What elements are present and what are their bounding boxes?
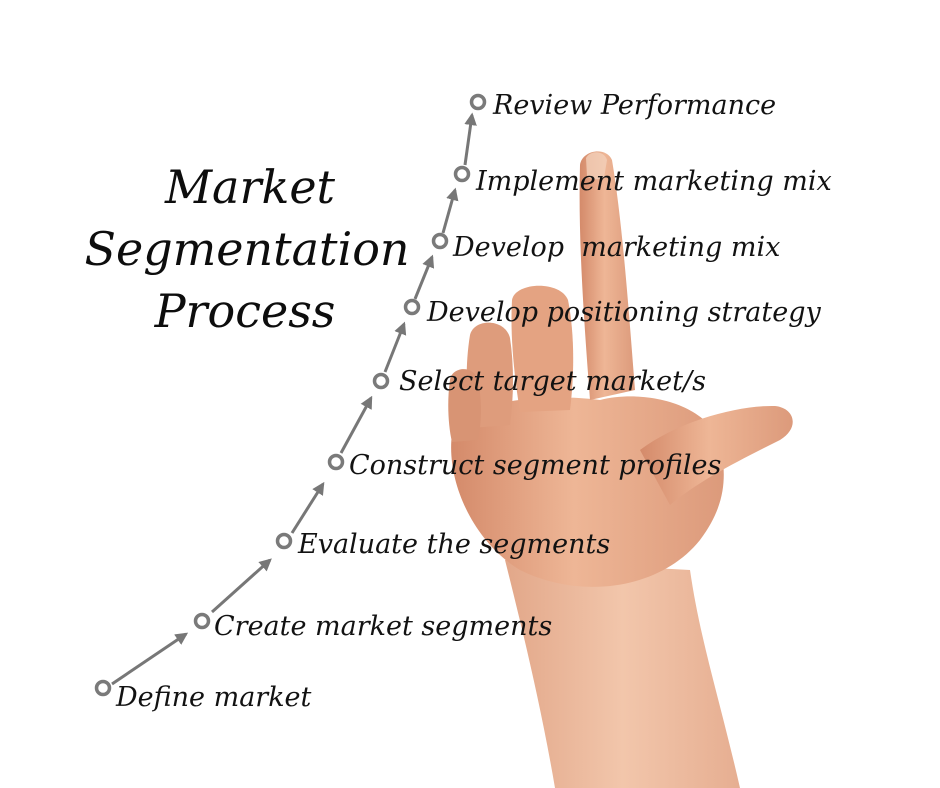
arrow-connector (441, 187, 459, 234)
ring-marker (431, 232, 449, 250)
arrow-connector (111, 632, 189, 686)
step-label-develop-marketing-mix: Develop marketing mix (453, 232, 781, 263)
arrow-connectors (111, 112, 477, 686)
arrow-connector (290, 481, 325, 534)
ring-marker (327, 453, 345, 471)
arrow-connector (413, 254, 435, 300)
step-label-evaluate-segments: Evaluate the segments (298, 529, 611, 560)
step-label-define-market: Define market (116, 682, 312, 713)
step-label-implement-marketing-mix: Implement marketing mix (476, 166, 832, 197)
arrow-connector (383, 321, 407, 373)
step-label-develop-positioning-strategy: Develop positioning strategy (427, 297, 821, 328)
step-label-review-performance: Review Performance (493, 90, 777, 121)
step-label-select-target-market: Select target market/s (399, 366, 706, 397)
arrow-connector (463, 112, 477, 166)
step-label-create-market-segments: Create market segments (214, 611, 553, 642)
ring-marker (453, 165, 471, 183)
title-line-2: Segmentation (84, 222, 410, 276)
step-markers (94, 93, 487, 697)
ring-marker (372, 372, 390, 390)
arrow-connector (210, 558, 272, 614)
arrow-connector (339, 395, 373, 454)
step-label-construct-segment-profiles: Construct segment profiles (349, 450, 722, 481)
ring-marker (275, 532, 293, 550)
ring-marker (94, 679, 112, 697)
title-line-1: Market (164, 160, 336, 214)
ring-marker (469, 93, 487, 111)
pointing-hand-illustration (448, 151, 793, 788)
ring-marker (403, 298, 421, 316)
ring-marker (193, 612, 211, 630)
title-line-3: Process (154, 284, 336, 338)
